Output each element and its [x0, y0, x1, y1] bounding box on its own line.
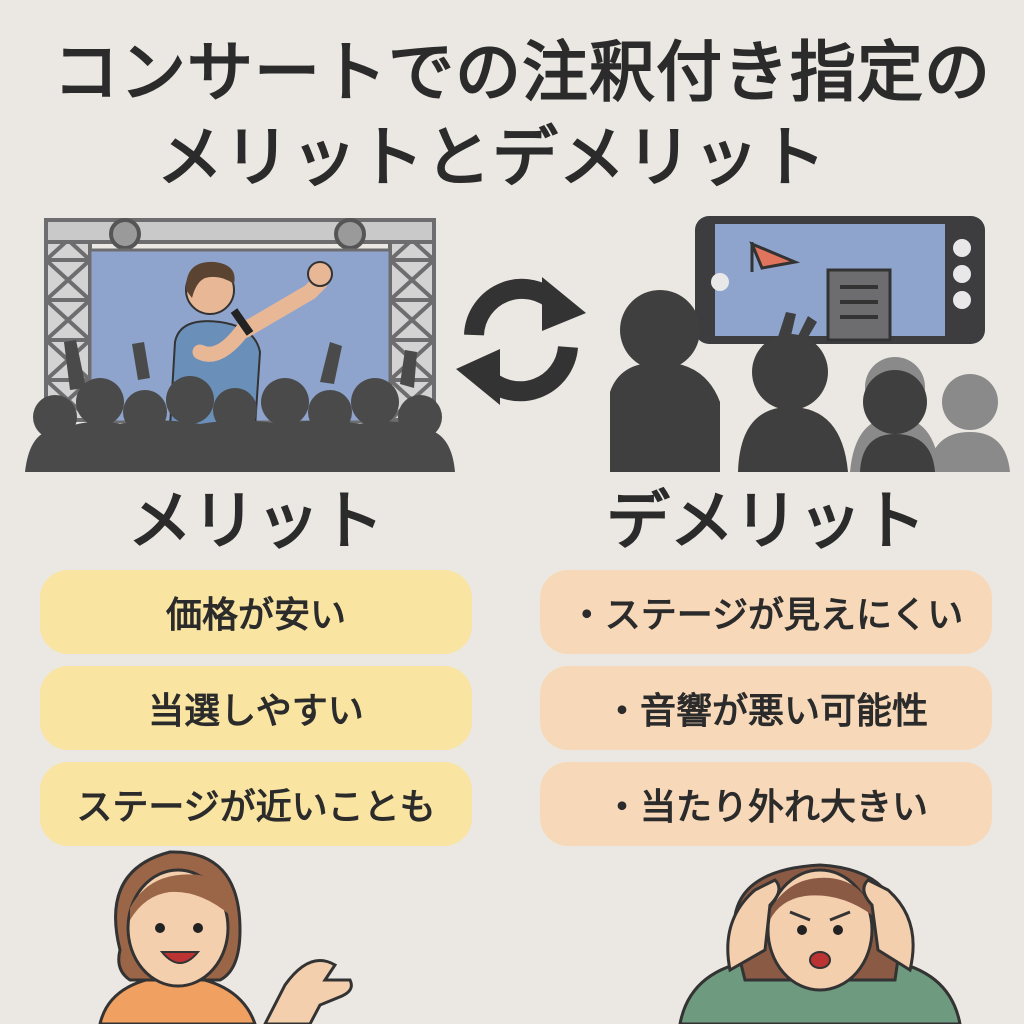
merit-item: ステージが近いことも [40, 762, 472, 846]
merit-item: 価格が安い [40, 570, 472, 654]
happy-woman-illustration [98, 850, 353, 1024]
demerit-item: ・音響が悪い可能性 [540, 666, 992, 750]
page-title-line-2: メリットとデメリット [157, 119, 827, 196]
concert-stage-illustration [25, 218, 455, 472]
merit-heading: メリット [128, 485, 384, 559]
merit-item: 当選しやすい [40, 666, 472, 750]
demerit-item: ・ステージが見えにくい [540, 570, 992, 654]
obstructed-view-illustration [610, 216, 1010, 472]
demerit-item: ・当たり外れ大きい [540, 762, 992, 846]
crowd-silhouette [25, 340, 455, 472]
demerit-heading: デメリット [606, 485, 926, 559]
page-title-line-1: コンサートでの注釈付き指定の [53, 34, 991, 111]
exchange-arrows-icon [456, 277, 586, 405]
singer-figure [168, 261, 333, 428]
distressed-woman-illustration [678, 863, 962, 1024]
